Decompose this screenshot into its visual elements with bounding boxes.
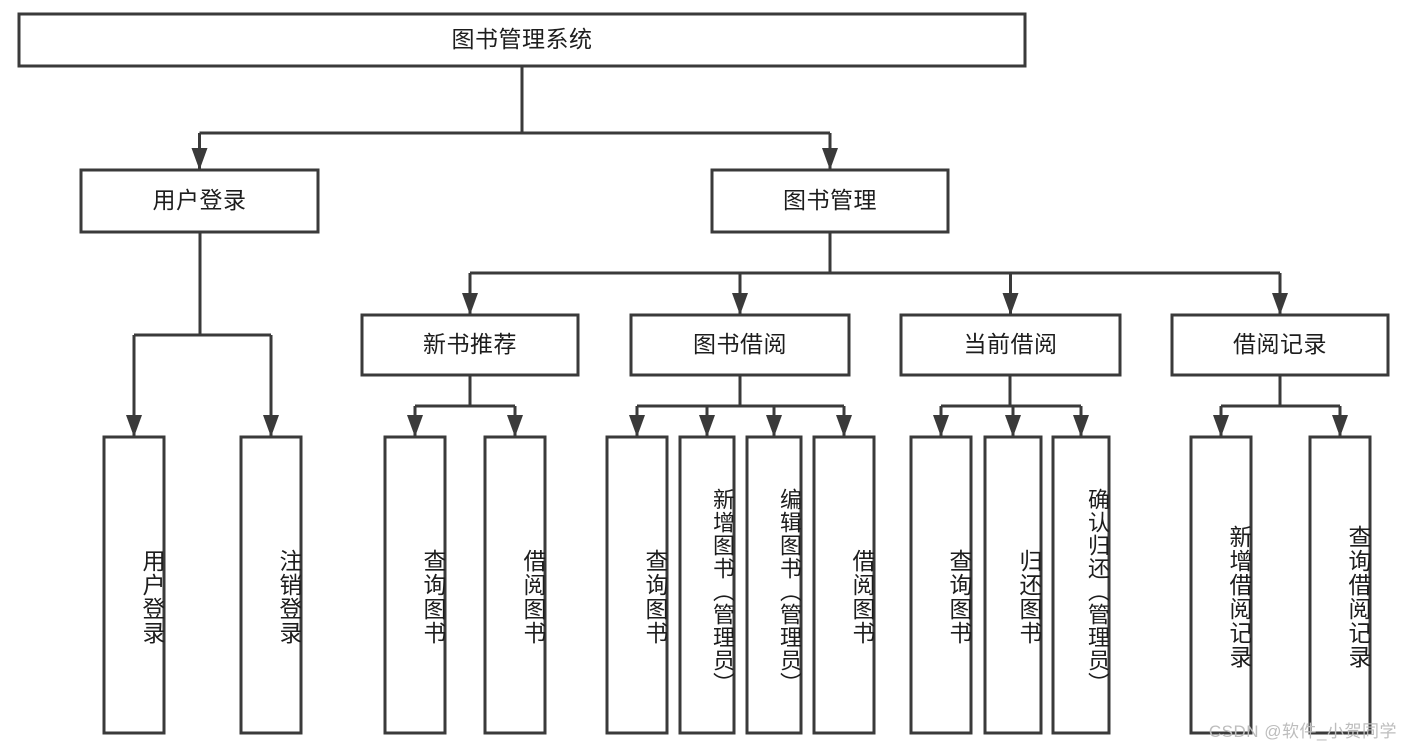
arrow-head-leaf-borrow-book-2 xyxy=(836,415,852,437)
arrow-head-leaf-user-logout xyxy=(263,415,279,437)
box-layer xyxy=(17,12,1390,735)
node-box-leaf-query-book-1[interactable] xyxy=(383,435,447,735)
arrow-head-leaf-query-book-2 xyxy=(629,415,645,437)
arrow-head-new-book-rec xyxy=(462,293,478,315)
node-box-leaf-query-book-2[interactable] xyxy=(605,435,669,735)
node-box-leaf-edit-book[interactable] xyxy=(745,435,803,735)
arrow-head-leaf-return-book xyxy=(1005,415,1021,437)
node-box-current-borrow[interactable] xyxy=(899,313,1122,377)
node-box-leaf-confirm-return[interactable] xyxy=(1051,435,1111,735)
node-box-leaf-query-book-3[interactable] xyxy=(909,435,973,735)
arrow-head-leaf-query-record xyxy=(1332,415,1348,437)
arrow-head-user-login xyxy=(191,148,208,170)
node-box-book-borrow[interactable] xyxy=(629,313,851,377)
node-box-leaf-borrow-book-2[interactable] xyxy=(812,435,876,735)
arrow-head-book-manage xyxy=(822,148,838,170)
node-box-new-book-rec[interactable] xyxy=(360,313,580,377)
arrow-head-leaf-query-book-3 xyxy=(933,415,949,437)
node-box-leaf-query-record[interactable] xyxy=(1308,435,1372,735)
arrow-head-leaf-user-login xyxy=(126,415,142,437)
arrow-head-leaf-confirm-return xyxy=(1073,415,1089,437)
arrow-head-current-borrow xyxy=(1002,293,1019,315)
arrow-head-borrow-record xyxy=(1272,293,1288,315)
connector-layer xyxy=(126,66,1348,437)
node-box-leaf-return-book[interactable] xyxy=(983,435,1043,735)
arrow-head-leaf-add-book xyxy=(699,415,715,437)
arrow-head-book-borrow xyxy=(732,293,748,315)
node-box-root[interactable] xyxy=(17,12,1027,68)
node-box-borrow-record[interactable] xyxy=(1170,313,1390,377)
node-box-leaf-borrow-book-1[interactable] xyxy=(483,435,547,735)
arrow-head-leaf-edit-book xyxy=(766,415,782,437)
node-box-leaf-add-book[interactable] xyxy=(678,435,736,735)
arrow-head-leaf-query-book-1 xyxy=(407,415,423,437)
node-box-leaf-add-record[interactable] xyxy=(1189,435,1253,735)
node-box-leaf-user-logout[interactable] xyxy=(239,435,303,735)
node-box-book-manage[interactable] xyxy=(710,168,950,234)
arrow-head-leaf-add-record xyxy=(1213,415,1229,437)
node-box-leaf-user-login[interactable] xyxy=(102,435,166,735)
node-box-user-login[interactable] xyxy=(79,168,320,234)
arrow-head-leaf-borrow-book-1 xyxy=(507,415,523,437)
